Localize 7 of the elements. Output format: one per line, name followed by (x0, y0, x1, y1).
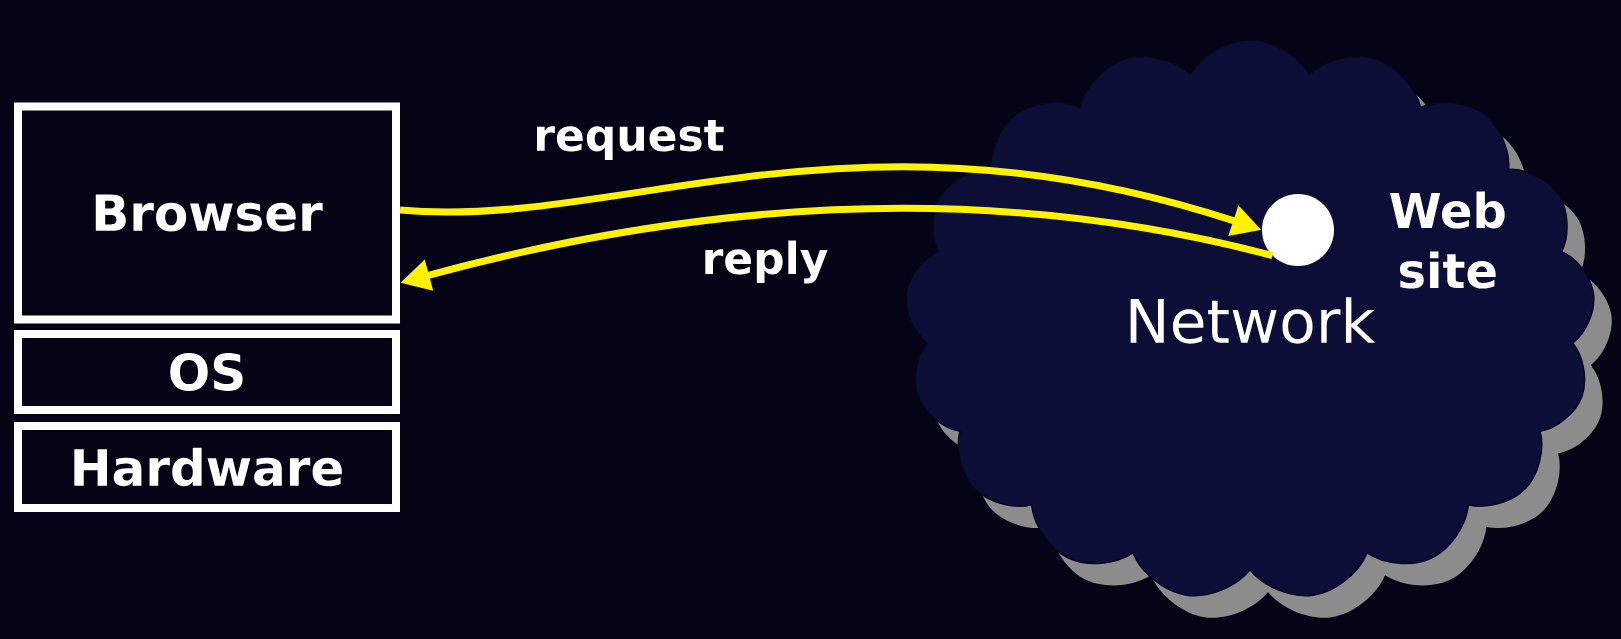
site-label: Web site (1390, 191, 1505, 289)
edge-label: request (531, 117, 727, 162)
layer-box: Hardware (14, 422, 400, 512)
layer-box: Browser (14, 102, 400, 324)
edge-label: reply (699, 238, 831, 286)
circle-marker (1262, 194, 1334, 266)
layer-box: OS (14, 330, 400, 414)
